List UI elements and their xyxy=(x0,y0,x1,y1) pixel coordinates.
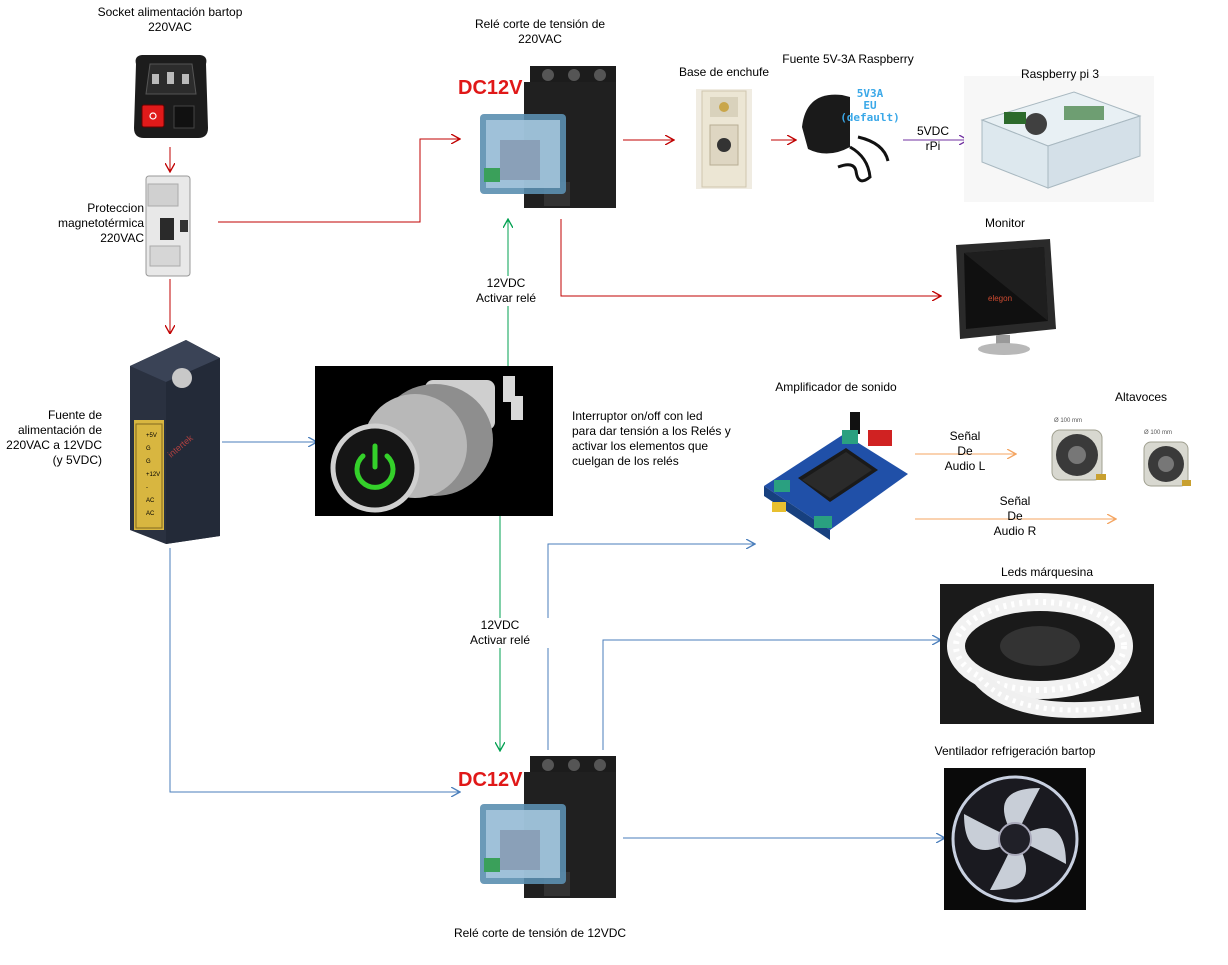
label-base-enchufe: Base de enchufe xyxy=(678,65,770,79)
speaker-right-dim: Ø 100 mm xyxy=(1144,430,1173,436)
terminal-12v: +12V xyxy=(146,472,161,478)
terminal-5v: +5V xyxy=(146,433,157,439)
label-socket: Socket alimentación bartop 220VAC xyxy=(97,5,243,34)
wire-protection-to-relay-top xyxy=(218,139,460,223)
label-rpi-power: 5VDC rPi xyxy=(916,124,949,153)
amplifier-image xyxy=(758,400,914,550)
terminal-g2: G xyxy=(146,459,151,465)
terminal-ground: - xyxy=(146,485,148,491)
svg-text:elegon: elegon xyxy=(988,294,1012,303)
relay-bottom-image xyxy=(474,752,624,908)
label-monitor: Monitor xyxy=(984,216,1025,230)
leds-image xyxy=(940,584,1154,724)
label-fuente-5v: Fuente 5V-3A Raspberry xyxy=(782,52,914,66)
label-audio-r: Señal De Audio R xyxy=(993,494,1037,538)
monitor-image: elegon xyxy=(946,235,1060,361)
fan-image xyxy=(944,768,1086,910)
raspberry-image xyxy=(964,76,1154,202)
relay-bottom-badge: DC12V xyxy=(458,769,523,791)
speaker-left-dim: Ø 100 mm xyxy=(1054,418,1083,424)
din-socket-image xyxy=(696,89,752,189)
label-leds: Leds márquesina xyxy=(1000,565,1094,579)
charger-image: 5V3A EU (default) xyxy=(798,87,902,191)
wire-relay-to-amplifier xyxy=(547,544,755,750)
terminal-g1: G xyxy=(146,446,151,452)
relay-top-image xyxy=(474,62,624,218)
speaker-left-image: Ø 100 mm xyxy=(1040,416,1112,488)
relay-top-badge: DC12V xyxy=(458,77,523,99)
label-fan: Ventilador refrigeración bartop xyxy=(934,744,1096,758)
label-switch-description: Interruptor on/off con led para dar tens… xyxy=(572,409,731,468)
label-raspberry: Raspberry pi 3 xyxy=(1020,67,1100,81)
label-audio-l: Señal De Audio L xyxy=(944,429,986,473)
psu-image: intertek +5V G G +12V - AC AC xyxy=(116,334,222,548)
breaker-image xyxy=(144,174,194,278)
socket-image xyxy=(128,50,214,140)
charger-label-text: 5V3A EU (default) xyxy=(840,87,900,124)
wire-relay-to-monitor xyxy=(560,219,941,296)
switch-image xyxy=(315,366,553,516)
label-amplifier: Amplificador de sonido xyxy=(775,380,897,394)
label-activate-top: 12VDC Activar relé xyxy=(456,276,556,306)
psu-terminal-labels: +5V G G +12V - AC AC xyxy=(146,430,160,521)
wire-relay-to-leds xyxy=(602,640,941,750)
terminal-ac2: AC xyxy=(146,511,155,517)
label-activate-bottom: 12VDC Activar relé xyxy=(450,618,550,648)
label-relay-bottom: Relé corte de tensión de 12VDC xyxy=(453,926,627,940)
terminal-ac1: AC xyxy=(146,498,155,504)
wire-psu-to-relay-bottom xyxy=(169,548,460,792)
speaker-right-image: Ø 100 mm xyxy=(1136,428,1196,494)
label-relay-top: Relé corte de tensión de 220VAC xyxy=(474,17,606,46)
label-speakers: Altavoces xyxy=(1114,390,1168,404)
label-psu: Fuente de alimentación de 220VAC a 12VDC… xyxy=(6,408,102,467)
label-protection: Proteccion magnetotérmica 220VAC xyxy=(57,201,144,245)
